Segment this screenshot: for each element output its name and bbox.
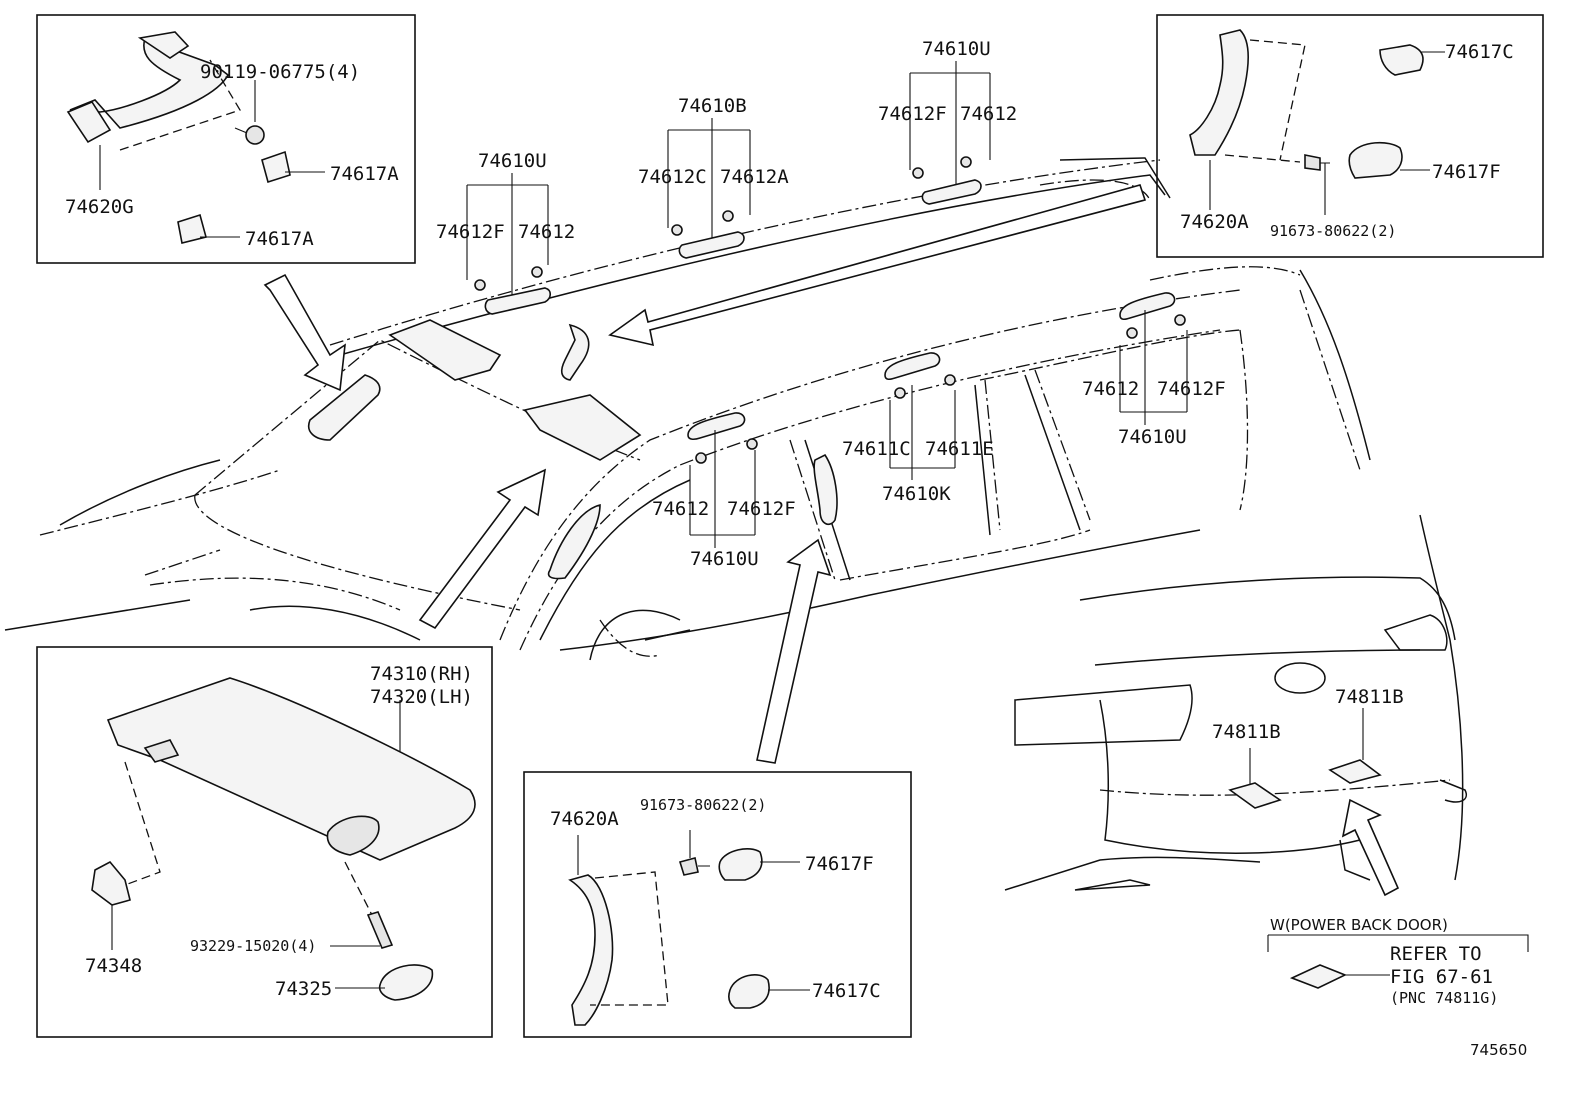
- label-mid-c: 74611C: [842, 438, 911, 460]
- vehicle-rear: 74811B 74811B: [1004, 514, 1467, 891]
- label-fr-f: 74612F: [727, 498, 796, 520]
- label-bc-cap1: 74617F: [805, 853, 874, 875]
- inset-bottom-center: 74620A 91673-80622(2) 74617F 74617C: [523, 771, 912, 1038]
- diagram-number: 745650: [1470, 1041, 1527, 1059]
- label-pbd-title: W(POWER BACK DOOR): [1270, 916, 1448, 934]
- rail-rear: 74612 74612F 74610U: [1082, 292, 1226, 448]
- pointer-arrows: [263, 184, 1400, 897]
- label-fr-r: 74612: [652, 498, 709, 520]
- label-tl-bolt: 90119-06775(4): [200, 61, 360, 83]
- label-rail2-c: 74612C: [638, 166, 707, 188]
- label-tr-cap1: 74617C: [1445, 41, 1514, 63]
- label-tl-grip: 74620G: [65, 196, 134, 218]
- label-tr-cap2: 74617F: [1432, 161, 1501, 183]
- label-rail3-r: 74612: [960, 103, 1017, 125]
- rail-1: 74610U 74612F 74612: [436, 150, 575, 315]
- label-rail1-asm: 74610U: [478, 150, 547, 172]
- label-pbd-refer: REFER TO: [1390, 943, 1482, 965]
- label-rr-asm: 74610U: [1118, 426, 1187, 448]
- vehicle-outline: [4, 157, 1371, 661]
- rail-middle: 74611C 74611E 74610K: [842, 352, 994, 505]
- label-fr-asm: 74610U: [690, 548, 759, 570]
- label-visor-lh: 74320(LH): [370, 686, 473, 708]
- label-tr-bolt: 91673-80622(2): [1270, 222, 1396, 240]
- power-back-door-note: W(POWER BACK DOOR) REFER TO FIG 67-61 (P…: [1267, 916, 1529, 1007]
- label-rail3-f: 74612F: [878, 103, 947, 125]
- label-mid-asm: 74610K: [882, 483, 951, 505]
- label-pbd-fig: FIG 67-61: [1390, 966, 1493, 988]
- label-rr-r: 74612: [1082, 378, 1139, 400]
- label-tr-grip: 74620A: [1180, 211, 1249, 233]
- label-rail2-asm: 74610B: [678, 95, 747, 117]
- label-rail1-f: 74612F: [436, 221, 505, 243]
- label-tl-cap2: 74617A: [245, 228, 314, 250]
- inset-sun-visor: 74310(RH) 74320(LH) 74348 93229-15020(4)…: [36, 646, 493, 1038]
- label-tl-cap1: 74617A: [330, 163, 399, 185]
- rail-front: 74612 74612F 74610U: [652, 412, 796, 570]
- label-bd-left: 74811B: [1212, 721, 1281, 743]
- inset-top-right: 74617C 74617F 74620A 91673-80622(2): [1156, 14, 1544, 258]
- label-visor-cover: 74325: [275, 978, 332, 1000]
- rail-3: 74610U 74612F 74612: [878, 38, 1017, 205]
- label-rr-f: 74612F: [1157, 378, 1226, 400]
- inset-top-left: 90119-06775(4) 74617A 74620G 74617A: [36, 14, 416, 264]
- label-mid-e: 74611E: [925, 438, 994, 460]
- label-bc-grip: 74620A: [550, 808, 619, 830]
- rail-2: 74610B 74612C 74612A: [638, 95, 789, 259]
- label-visor-rh: 74310(RH): [370, 663, 473, 685]
- label-pbd-pnc: (PNC 74811G): [1390, 989, 1498, 1007]
- label-rail2-a: 74612A: [720, 166, 789, 188]
- label-bc-cap2: 74617C: [812, 980, 881, 1002]
- label-bc-bolt: 91673-80622(2): [640, 796, 766, 814]
- label-visor-holder: 74348: [85, 955, 142, 977]
- label-bd-right: 74811B: [1335, 686, 1404, 708]
- label-visor-screw: 93229-15020(4): [190, 937, 316, 955]
- label-rail3-asm: 74610U: [922, 38, 991, 60]
- label-rail1-r: 74612: [518, 221, 575, 243]
